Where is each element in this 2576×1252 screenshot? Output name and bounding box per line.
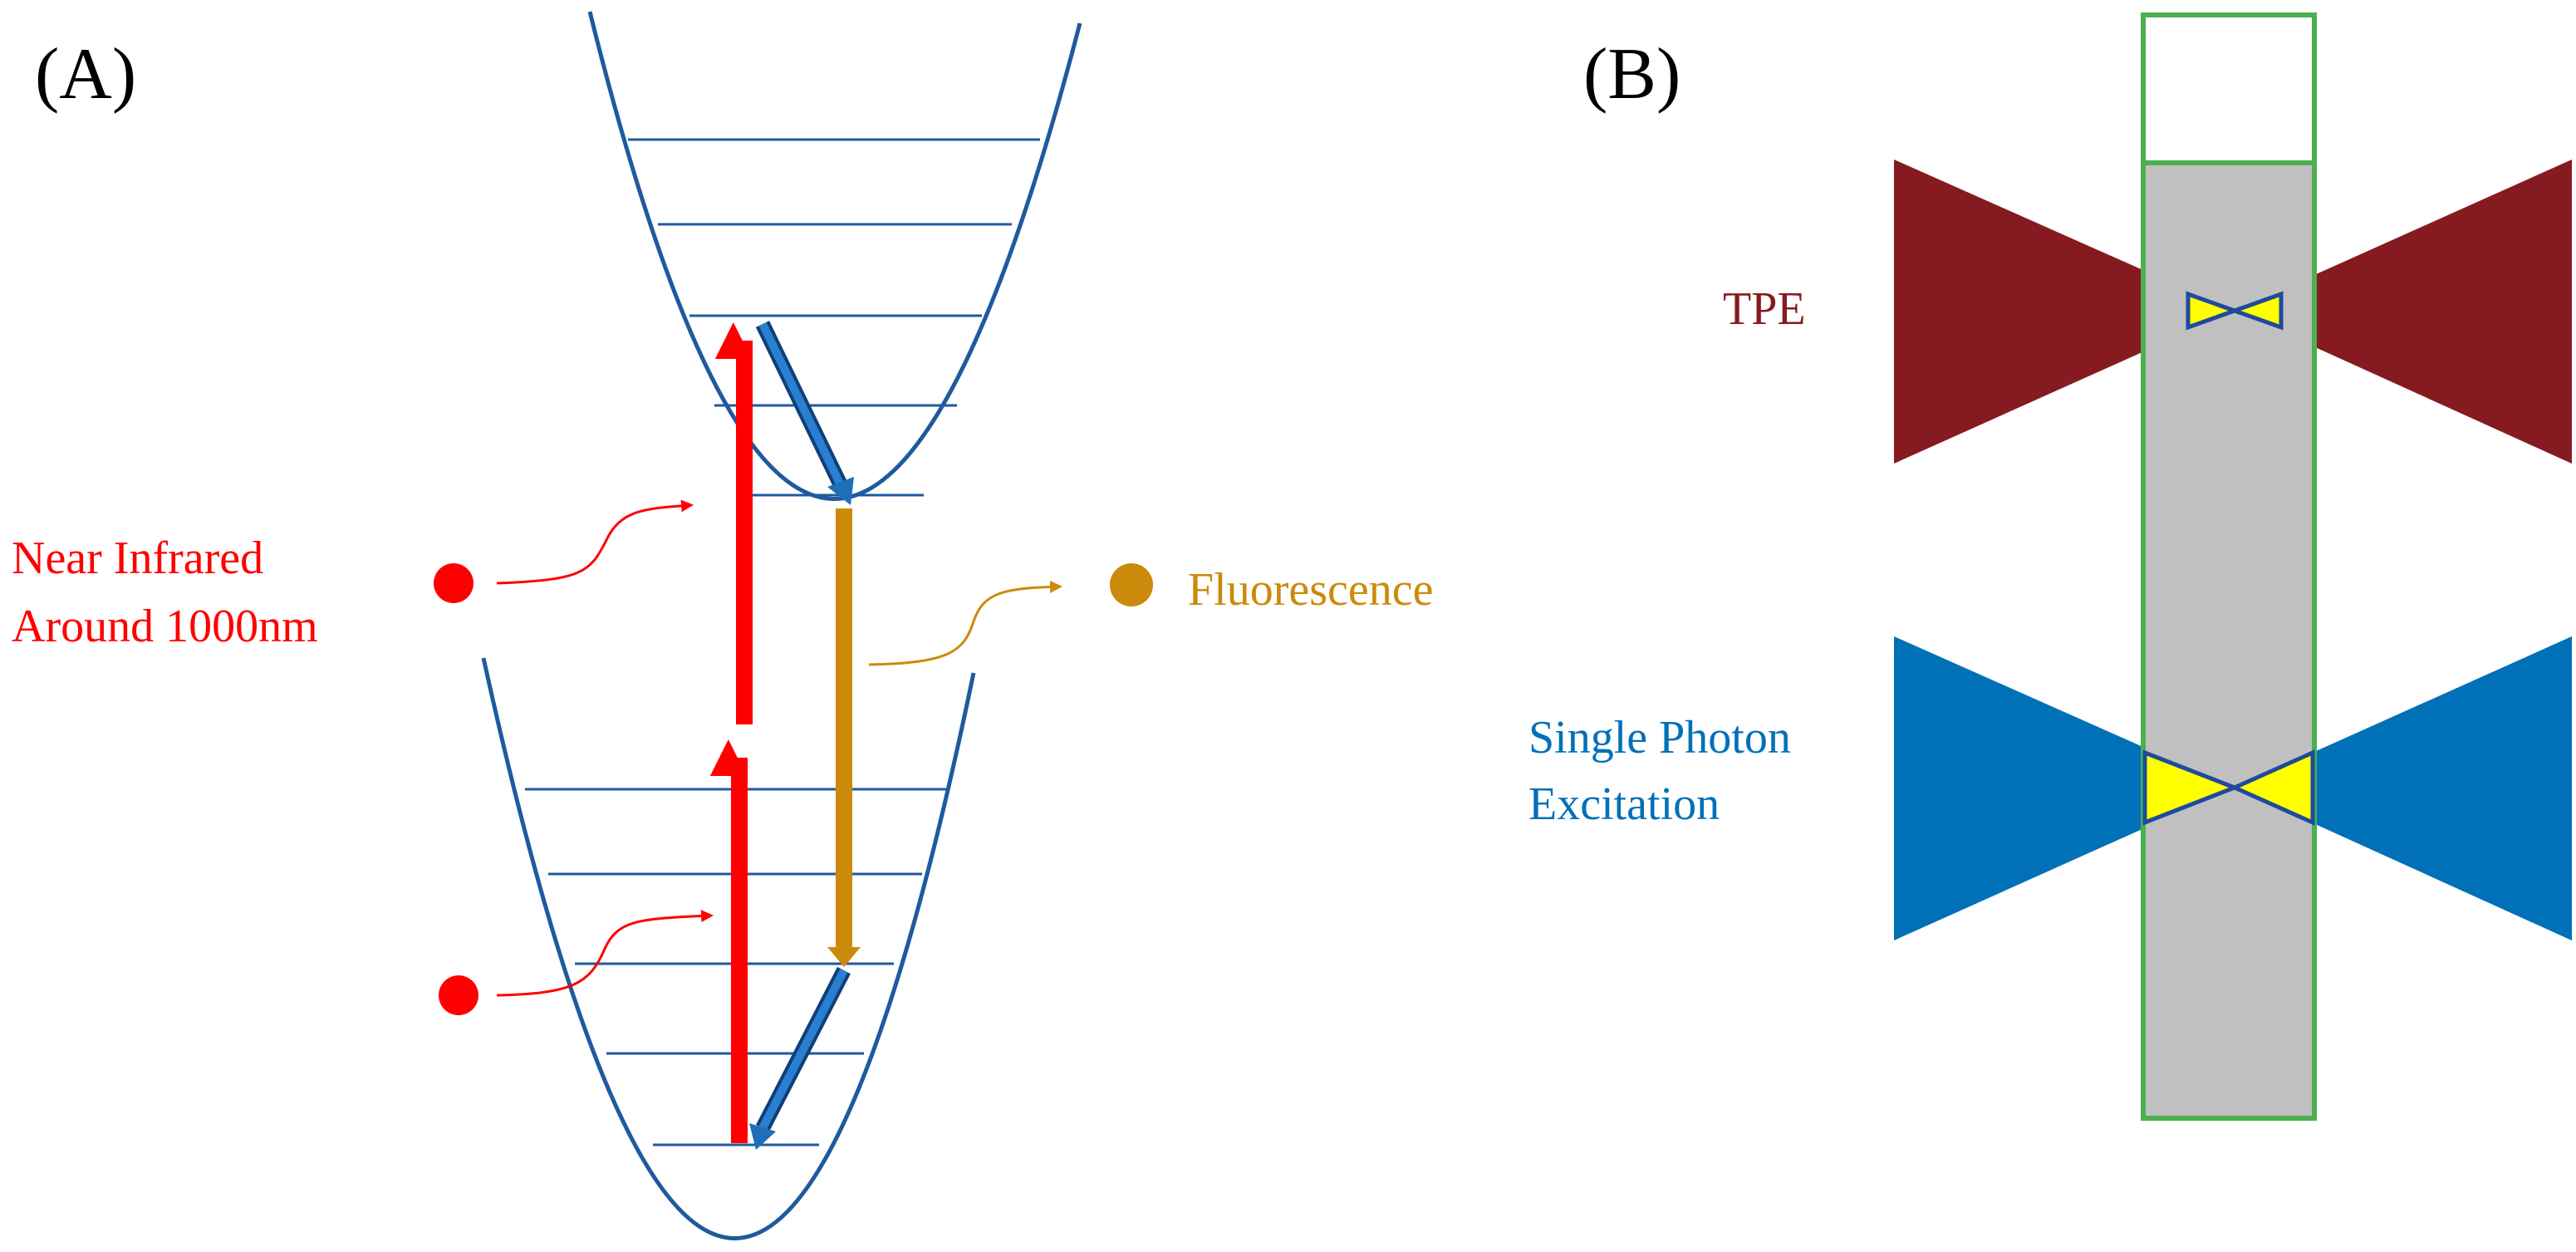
sample-cuvette	[2141, 12, 2317, 1121]
single-photon-beam	[1894, 636, 2572, 940]
emission-photon-dot	[1110, 563, 1153, 606]
tpe-beam	[1894, 160, 2572, 464]
relaxation-arrow-lower	[749, 966, 851, 1150]
photon-wave-upper	[496, 499, 694, 585]
fluorescence-label: Fluorescence	[1188, 564, 1433, 616]
panel-b: (B) TPE Single Photon Excitation	[1528, 12, 2572, 1121]
tpe-focal-volume	[2228, 291, 2284, 331]
photon-dot-upper	[434, 563, 473, 603]
photon-dot-lower	[439, 975, 478, 1015]
tpe-focal-volume	[2186, 291, 2241, 331]
relaxation-arrow-upper	[755, 321, 854, 505]
emission-wave	[868, 580, 1062, 666]
single-photon-focal-volume	[2229, 749, 2315, 826]
panel-b-label: (B)	[1583, 34, 1681, 115]
excited-state-well	[587, 11, 1082, 501]
panel-a-label: (A)	[35, 34, 136, 115]
photon-wave-lower	[496, 910, 714, 997]
single-photon-label-line2: Excitation	[1528, 778, 1720, 830]
excited-state-levels	[628, 138, 1040, 497]
single-photon-label-line1: Single Photon	[1528, 712, 1791, 763]
sample-fill	[2143, 163, 2314, 1118]
fluorescence-arrow	[827, 508, 861, 967]
near-infrared-label-line1: Near Infrared	[12, 533, 263, 584]
single-photon-focal-volume	[2142, 749, 2240, 826]
ground-state-well	[481, 657, 976, 1240]
near-infrared-label-line2: Around 1000nm	[12, 601, 318, 652]
panel-a: (A)	[12, 11, 1433, 1240]
tpe-label: TPE	[1723, 283, 1806, 335]
